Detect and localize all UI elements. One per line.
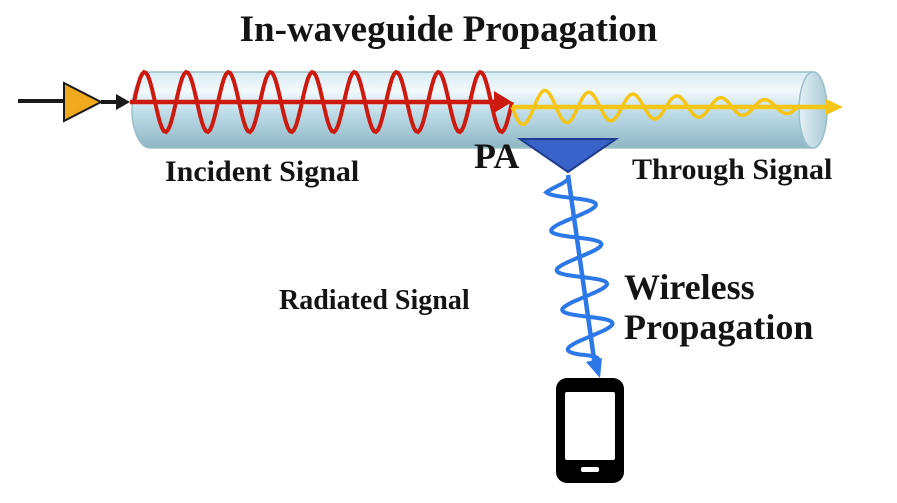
smartphone-icon [556,378,624,483]
amplifier-triangle-icon [63,81,104,123]
amplifier-output-arrowhead [116,94,130,110]
wireless-propagation-label: Wireless Propagation [624,267,814,347]
through-signal [510,88,843,127]
incident-signal [130,69,514,135]
through-signal-label: Through Signal [632,153,833,186]
wireless-label-line1: Wireless [624,267,755,307]
pa-label: PA [474,136,520,176]
radiated-signal-label: Radiated Signal [279,285,470,316]
radiated-signal [543,174,615,378]
diagram-title: In-waveguide Propagation [239,9,658,50]
wireless-label-line2: Propagation [624,306,814,347]
incident-signal-label: Incident Signal [165,155,360,188]
pa-triangle-icon [516,138,620,174]
